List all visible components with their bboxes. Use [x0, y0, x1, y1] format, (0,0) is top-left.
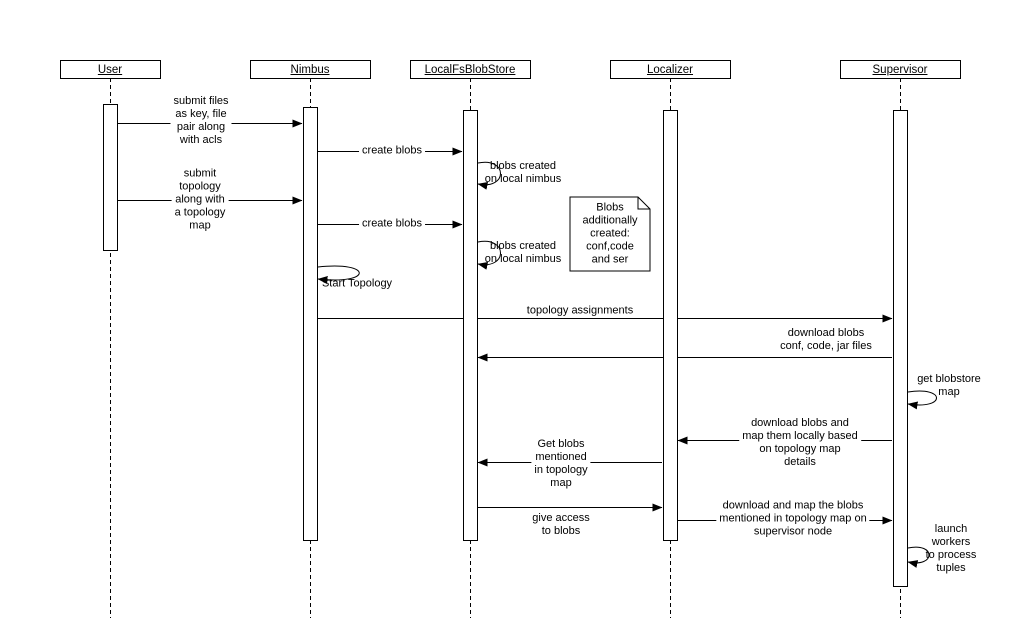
- activation-bar-supervisor-0: [893, 110, 908, 587]
- participant-label-user: User: [97, 64, 123, 76]
- note-fold-blobs-note: [637, 197, 650, 210]
- message-label-create-blobs-2: create blobs: [359, 217, 425, 231]
- message-label-blobs-created-2: blobs created on local nimbus: [484, 240, 562, 265]
- message-label-download-blobs-files: download blobs conf, code, jar files: [777, 327, 875, 353]
- participant-label-localizer: Localizer: [646, 64, 694, 76]
- message-label-create-blobs-1: create blobs: [359, 144, 425, 158]
- participant-label-localfsblobstore: LocalFsBlobStore: [424, 64, 516, 76]
- message-label-download-map-supervisor: download and map the blobs mentioned in …: [716, 499, 870, 539]
- message-label-submit-files: submit files as key, file pair along wit…: [170, 95, 232, 147]
- participant-box-localfsblobstore: [410, 60, 531, 79]
- activation-bar-user-0: [103, 104, 118, 251]
- message-label-blobs-created-1: blobs created on local nimbus: [484, 160, 562, 185]
- self-message-arc-launch-workers: [907, 546, 930, 568]
- note-box-blobs-note: [569, 196, 651, 272]
- participant-box-supervisor: [840, 60, 961, 79]
- self-message-arc-start-topology: [317, 265, 360, 285]
- message-label-get-blobs-mentioned: Get blobs mentioned in topology map: [531, 438, 591, 490]
- message-label-start-topology: Start Topology: [321, 277, 393, 290]
- note-label-blobs-note: Blobs additionally created: conf,code an…: [582, 201, 638, 266]
- message-label-get-blobstore-map: get blobstore map: [917, 373, 981, 398]
- participant-box-user: [60, 60, 161, 79]
- self-message-arc-get-blobstore-map: [907, 390, 937, 410]
- participant-box-localizer: [610, 60, 731, 79]
- participant-label-nimbus: Nimbus: [290, 64, 330, 76]
- participant-label-supervisor: Supervisor: [872, 64, 928, 76]
- activation-bar-localfsblobstore-0: [463, 110, 478, 541]
- self-message-arc-blobs-created-2: [477, 240, 501, 270]
- self-message-arc-blobs-created-1: [477, 161, 501, 190]
- participant-box-nimbus: [250, 60, 371, 79]
- message-label-download-map-locally: download blobs and map them locally base…: [739, 417, 861, 469]
- message-label-submit-topology: submit topology along with a topology ma…: [171, 167, 229, 233]
- activation-bar-nimbus-0: [303, 107, 318, 541]
- message-label-launch-workers: launch workers to process tuples: [925, 523, 977, 574]
- message-label-topology-assignments: topology assignments: [523, 304, 637, 318]
- message-label-give-access: give access to blobs: [529, 512, 593, 538]
- activation-bar-localizer-0: [663, 110, 678, 541]
